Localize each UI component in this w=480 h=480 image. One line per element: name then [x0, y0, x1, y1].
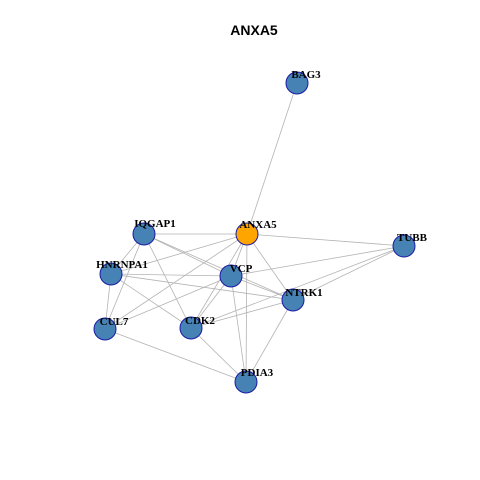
node-pdia3: PDIA3: [234, 367, 274, 394]
node-circle-ntrk1: [281, 288, 305, 312]
diagram-title: ANXA5: [230, 22, 278, 38]
edge-hnrnpa1-cdk2: [110, 273, 192, 329]
node-iqgap1: IQGAP1: [132, 218, 176, 246]
node-label-cdk2: CDK2: [185, 315, 215, 327]
edge-vcp-pdia3: [230, 275, 247, 383]
node-vcp: VCP: [219, 263, 253, 288]
node-circle-bag3: [285, 71, 309, 95]
node-circle-hnrnpa1: [99, 262, 123, 286]
node-label-tubb: TUBB: [397, 232, 428, 244]
edge-ntrk1-cdk2: [190, 299, 294, 329]
node-bag3: BAG3: [285, 69, 321, 95]
edge-vcp-cul7: [104, 275, 232, 330]
edge-anxa5-ntrk1: [246, 233, 294, 301]
edge-tubb-cdk2: [190, 245, 405, 329]
edge-anxa5-cul7: [104, 233, 248, 330]
node-anxa5: ANXA5: [235, 219, 277, 246]
node-circle-pdia3: [234, 370, 258, 394]
node-label-bag3: BAG3: [291, 69, 321, 81]
edge-hnrnpa1-vcp: [110, 273, 232, 277]
edge-iqgap1-cdk2: [143, 233, 192, 329]
node-label-hnrnpa1: HNRNPA1: [96, 259, 148, 271]
edge-vcp-tubb: [230, 245, 405, 277]
node-label-anxa5: ANXA5: [239, 219, 277, 231]
node-circle-iqgap1: [132, 222, 156, 246]
node-cul7: CUL7: [93, 316, 129, 341]
node-label-iqgap1: IQGAP1: [134, 218, 176, 230]
node-cdk2: CDK2: [179, 315, 215, 340]
edge-anxa5-tubb: [246, 233, 405, 247]
edge-tubb-ntrk1: [292, 245, 405, 301]
node-label-ntrk1: NTRK1: [285, 287, 322, 299]
node-circle-vcp: [219, 264, 243, 288]
node-circle-anxa5: [235, 222, 259, 246]
edge-cul7-pdia3: [104, 328, 247, 383]
node-ntrk1: NTRK1: [281, 287, 323, 312]
node-label-pdia3: PDIA3: [241, 367, 274, 379]
edge-anxa5-bag3: [246, 82, 298, 235]
node-label-cul7: CUL7: [100, 316, 129, 328]
node-circle-cul7: [93, 317, 117, 341]
edge-anxa5-pdia3: [245, 233, 248, 383]
node-tubb: TUBB: [392, 232, 428, 258]
edge-iqgap1-ntrk1: [143, 233, 294, 301]
node-label-vcp: VCP: [230, 263, 253, 275]
edge-ntrk1-pdia3: [245, 299, 294, 383]
edge-cdk2-pdia3: [190, 327, 247, 383]
node-circle-cdk2: [179, 316, 203, 340]
node-hnrnpa1: HNRNPA1: [96, 259, 148, 286]
edge-iqgap1-cul7: [104, 233, 145, 330]
node-circle-tubb: [392, 234, 416, 258]
edge-iqgap1-vcp: [143, 233, 232, 277]
edge-hnrnpa1-ntrk1: [110, 273, 294, 301]
edge-anxa5-hnrnpa1: [110, 233, 248, 275]
